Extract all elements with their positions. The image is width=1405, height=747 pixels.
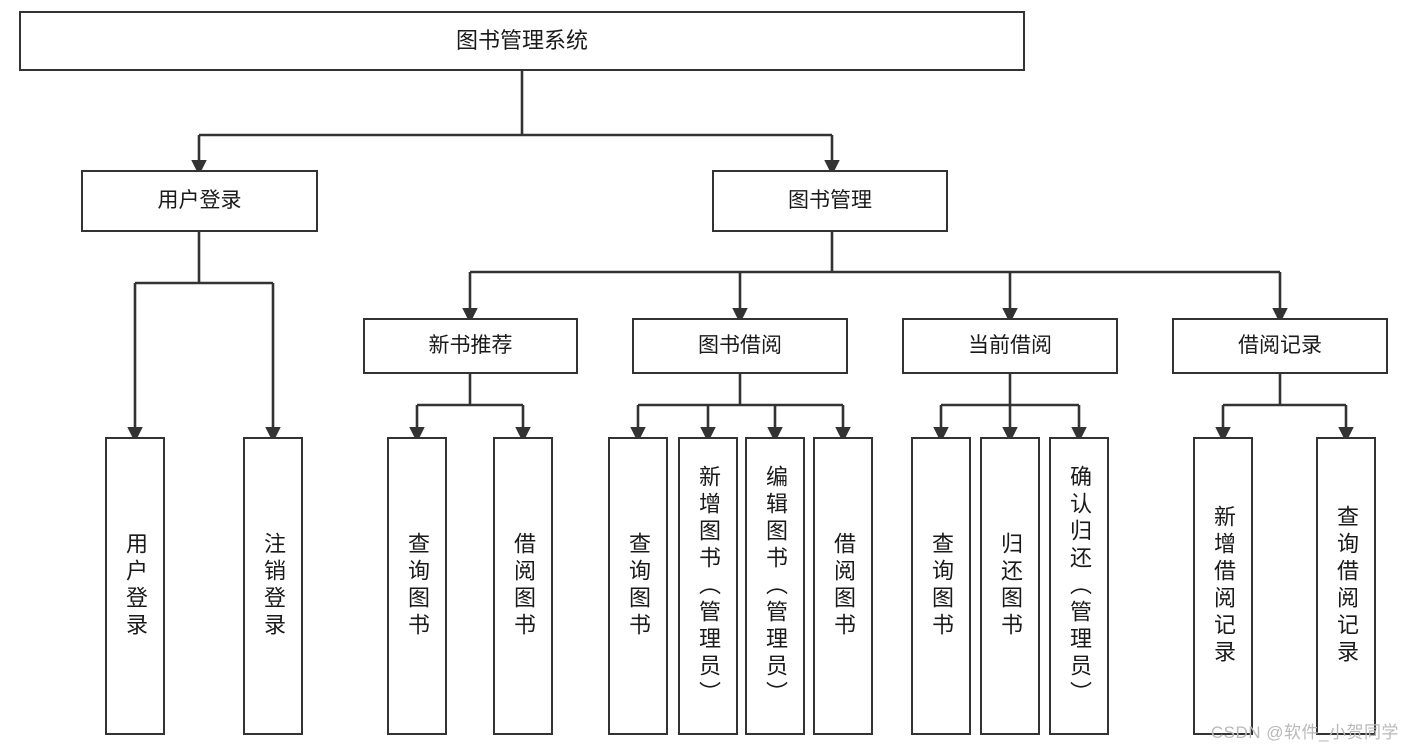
leaf-confirm-return[interactable]: 确认归还（管理员） (1049, 437, 1109, 735)
leaf-borrow-book-1[interactable]: 借阅图书 (493, 437, 553, 735)
leaf-query-book-3-label: 查询图书 (929, 532, 954, 640)
leaf-logout[interactable]: 注销登录 (243, 437, 303, 735)
leaf-add-book-label: 新增图书（管理员） (696, 464, 721, 708)
node-new-book-rec-label: 新书推荐 (428, 333, 513, 357)
leaf-add-book[interactable]: 新增图书（管理员） (678, 437, 738, 735)
node-book-manage-label: 图书管理 (788, 188, 872, 212)
node-borrow-record[interactable]: 借阅记录 (1172, 318, 1388, 374)
leaf-user-login[interactable]: 用户登录 (105, 437, 165, 735)
leaf-query-book-2-label: 查询图书 (626, 532, 651, 640)
leaf-return-book[interactable]: 归还图书 (980, 437, 1040, 735)
leaf-add-record[interactable]: 新增借阅记录 (1193, 437, 1253, 735)
leaf-borrow-book-2-label: 借阅图书 (831, 532, 856, 640)
leaf-query-book-1-label: 查询图书 (405, 532, 430, 640)
node-root[interactable]: 图书管理系统 (19, 11, 1025, 71)
node-current-borrow-label: 当前借阅 (968, 333, 1052, 357)
node-book-manage[interactable]: 图书管理 (712, 170, 948, 232)
leaf-query-book-2[interactable]: 查询图书 (608, 437, 668, 735)
leaf-logout-label: 注销登录 (261, 532, 286, 640)
leaf-user-login-label: 用户登录 (123, 532, 148, 640)
node-user-login[interactable]: 用户登录 (81, 170, 318, 232)
leaf-edit-book[interactable]: 编辑图书（管理员） (745, 437, 805, 735)
node-root-label: 图书管理系统 (455, 28, 588, 54)
node-user-login-label: 用户登录 (157, 188, 242, 212)
leaf-borrow-book-2[interactable]: 借阅图书 (813, 437, 873, 735)
leaf-borrow-book-1-label: 借阅图书 (511, 532, 536, 640)
node-current-borrow[interactable]: 当前借阅 (902, 318, 1118, 374)
leaf-return-book-label: 归还图书 (998, 532, 1023, 640)
node-book-borrow[interactable]: 图书借阅 (632, 318, 848, 374)
leaf-edit-book-label: 编辑图书（管理员） (763, 464, 788, 708)
leaf-add-record-label: 新增借阅记录 (1211, 505, 1236, 667)
leaf-query-record-label: 查询借阅记录 (1334, 505, 1359, 667)
node-borrow-record-label: 借阅记录 (1238, 333, 1322, 357)
node-new-book-rec[interactable]: 新书推荐 (363, 318, 578, 374)
node-book-borrow-label: 图书借阅 (698, 333, 782, 357)
leaf-query-record[interactable]: 查询借阅记录 (1316, 437, 1376, 735)
leaf-confirm-return-label: 确认归还（管理员） (1067, 464, 1092, 708)
leaf-query-book-1[interactable]: 查询图书 (387, 437, 447, 735)
leaf-query-book-3[interactable]: 查询图书 (911, 437, 971, 735)
